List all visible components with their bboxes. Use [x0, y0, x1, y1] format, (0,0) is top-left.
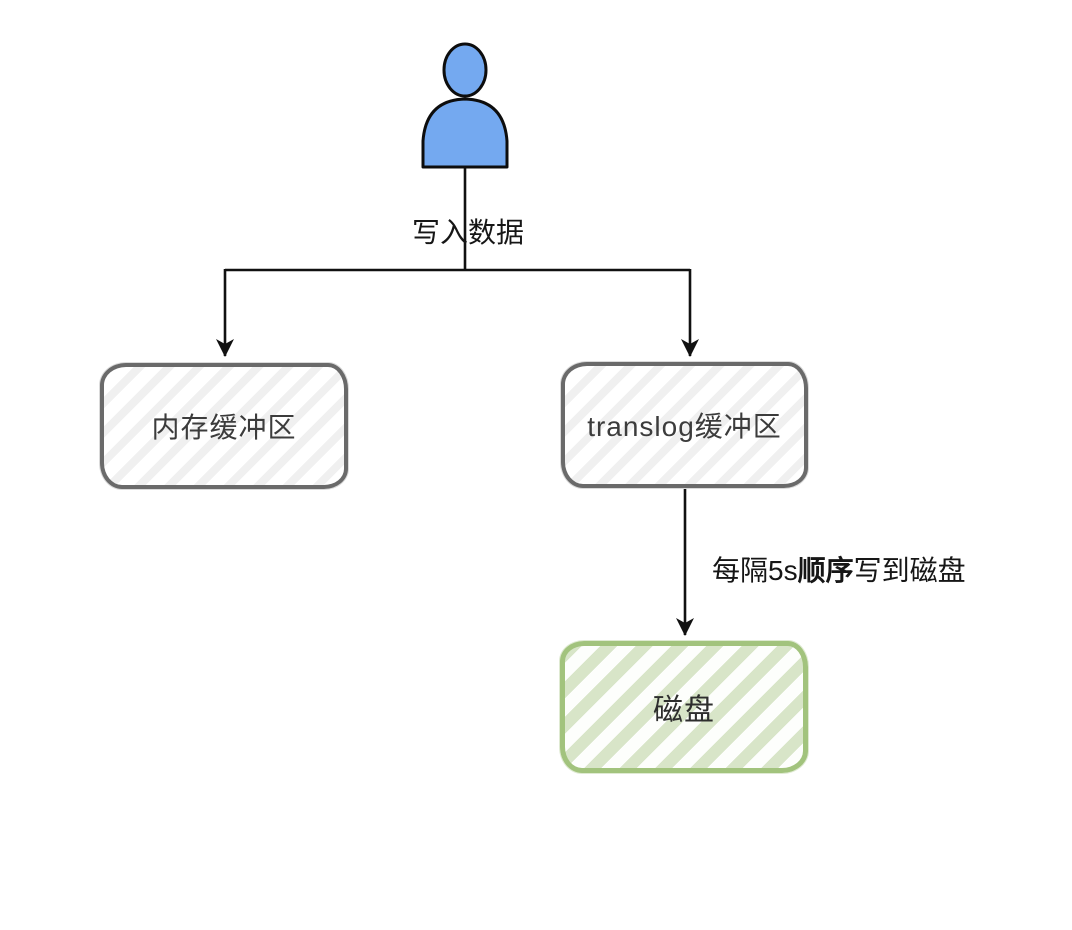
translog-buffer-label: translog缓冲区 — [587, 411, 782, 442]
person-head — [442, 42, 488, 98]
person-icon — [421, 42, 509, 169]
node-translog-buffer: translog缓冲区 — [561, 362, 808, 488]
flush-edge-label: 每隔5s顺序写到磁盘 — [712, 549, 966, 589]
write-data-edge-label: 写入数据 — [411, 217, 524, 248]
node-disk: 磁盘 — [560, 641, 808, 773]
flush-label-suffix: 写到磁盘 — [853, 555, 966, 586]
node-memory-buffer: 内存缓冲区 — [100, 363, 348, 489]
disk-label: 磁盘 — [653, 694, 715, 727]
memory-buffer-label: 内存缓冲区 — [151, 412, 297, 443]
flush-label-prefix: 每隔5s — [712, 555, 798, 586]
person-body — [421, 97, 509, 169]
flush-label-bold: 顺序 — [797, 555, 854, 586]
